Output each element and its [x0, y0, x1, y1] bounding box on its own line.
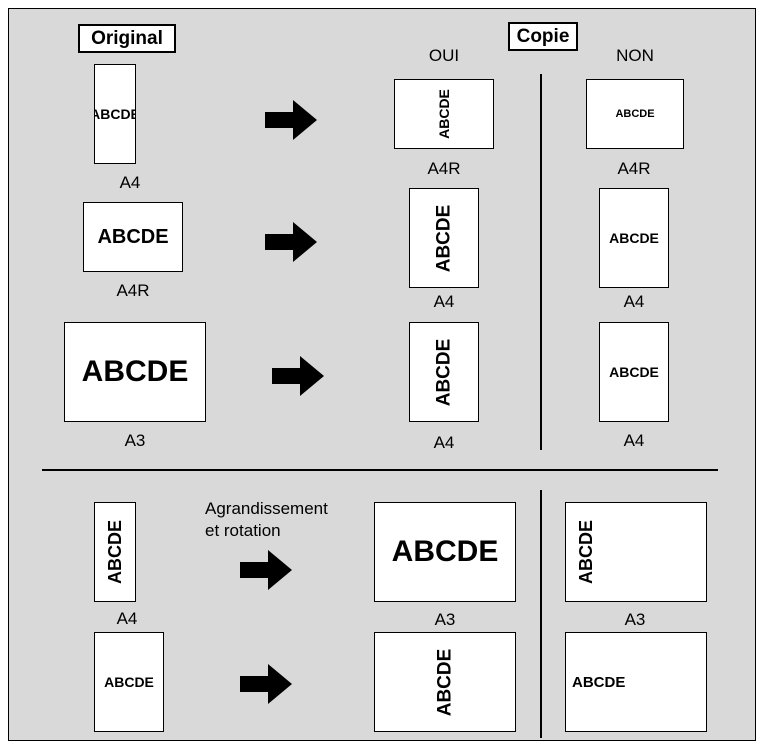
arrow-right-icon [265, 222, 317, 262]
arrow-right-icon [240, 550, 292, 590]
column-divider-top [540, 74, 542, 450]
column-label-no: NON [616, 46, 654, 65]
size-label: A3 [624, 610, 646, 629]
copy-no-page: ABCDE [565, 632, 707, 732]
page-text: ABCDE [391, 535, 499, 568]
page-text: ABCDE [615, 107, 655, 120]
page-text: ABCDE [576, 519, 597, 585]
copy-no-page-a4: ABCDE [599, 322, 669, 422]
size-label: A4 [433, 433, 455, 452]
size-label: A4 [119, 173, 141, 192]
enlarge-rotate-note: Agrandissement et rotation [205, 498, 328, 542]
page-text: ABCDE [433, 338, 455, 406]
note-line-1: Agrandissement [205, 499, 328, 518]
copy-yes-page: ABCDE [374, 632, 516, 732]
arrow-right-icon [265, 100, 317, 140]
original-page-a4: ABCDE [94, 502, 136, 602]
note-line-2: et rotation [205, 521, 281, 540]
size-label: A4R [427, 159, 461, 178]
arrow-right-icon [240, 664, 292, 704]
size-label: A4R [617, 159, 651, 178]
copy-yes-page-a4: ABCDE [409, 188, 479, 288]
page-text: ABCDE [104, 674, 154, 690]
copy-no-page-a3: ABCDE [565, 502, 707, 602]
original-page-a3: ABCDE [64, 322, 206, 422]
page-text: ABCDE [609, 230, 659, 246]
size-label: A3 [124, 431, 146, 450]
column-divider-bottom [540, 490, 542, 738]
page-text: ABCDE [97, 226, 169, 248]
original-header: Original [78, 24, 176, 53]
copy-header: Copie [508, 22, 578, 51]
column-label-yes: OUI [428, 46, 460, 65]
copy-yes-page-a4r: ABCDE [394, 79, 494, 149]
copy-no-page-a4r: ABCDE [586, 79, 684, 149]
original-page-a4: ABCDE [94, 64, 136, 164]
size-label: A4 [623, 431, 645, 450]
page-text: ABCDE [81, 355, 189, 388]
size-label: A4 [433, 292, 455, 311]
copy-no-page-a4: ABCDE [599, 188, 669, 288]
size-label: A4 [623, 292, 645, 311]
page-text: ABCDE [609, 364, 659, 380]
size-label: A3 [434, 610, 456, 629]
original-page-a4r: ABCDE [83, 202, 183, 272]
copy-yes-page-a4: ABCDE [409, 322, 479, 422]
original-page: ABCDE [94, 632, 164, 732]
page-text: ABCDE [572, 673, 626, 691]
page-text: ABCDE [434, 648, 456, 716]
copy-yes-page-a3: ABCDE [374, 502, 516, 602]
section-divider [42, 469, 718, 471]
size-label: A4R [116, 281, 150, 300]
page-text: ABCDE [436, 89, 452, 139]
page-text: ABCDE [105, 519, 126, 585]
arrow-right-icon [272, 356, 324, 396]
page-text: ABCDE [95, 106, 135, 122]
page-text: ABCDE [433, 204, 455, 272]
size-label: A4 [116, 609, 138, 628]
